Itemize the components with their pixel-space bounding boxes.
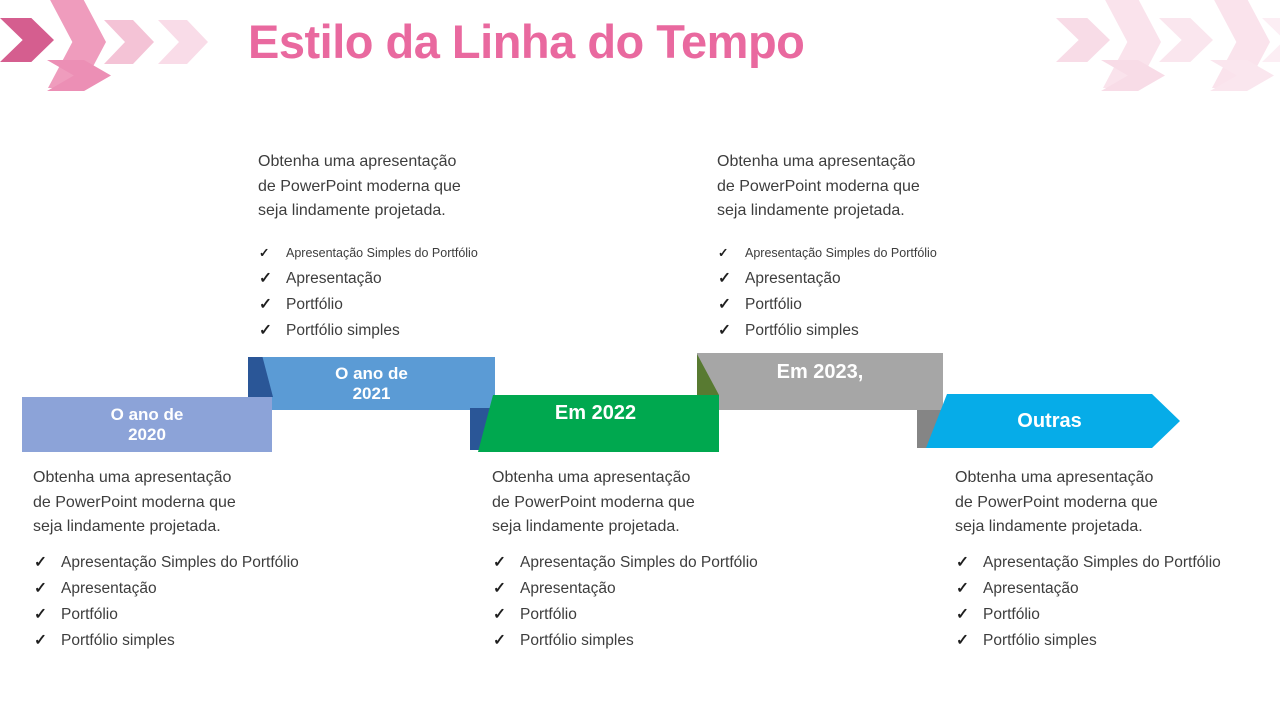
checklist-item: ✓ Portfólio (955, 602, 1265, 628)
text-block-outras: Obtenha uma apresentação de PowerPoint m… (955, 466, 1265, 654)
check-icon: ✓ (493, 579, 506, 597)
checklist-item: ✓ Portfólio simples (955, 628, 1265, 654)
timeline-bar-label: 2021 (352, 383, 391, 403)
check-icon: ✓ (34, 631, 47, 649)
check-icon: ✓ (493, 605, 506, 623)
check-icon: ✓ (956, 553, 969, 571)
checklist-item: ✓ Apresentação (492, 576, 802, 602)
checklist-item-label: Apresentação (61, 579, 157, 597)
check-icon: ✓ (34, 553, 47, 571)
chevron-right-icon (1056, 18, 1110, 62)
checklist-item: ✓ Apresentação (33, 576, 343, 602)
checklist: ✓ Apresentação Simples do Portfólio ✓ Apre… (717, 240, 987, 344)
checklist-item-label: Apresentação Simples do Portfólio (61, 553, 299, 571)
checklist-item: ✓ Portfólio simples (258, 318, 528, 344)
check-icon: ✓ (493, 631, 506, 649)
check-icon: ✓ (259, 245, 270, 260)
checklist-item-label: Apresentação (520, 579, 616, 597)
page-title: Estilo da Linha do Tempo (248, 15, 805, 68)
timeline-bar-2021: O ano de 2021 (248, 357, 495, 410)
checklist-item-label: Apresentação (745, 269, 841, 287)
checklist-item: ✓ Apresentação (717, 266, 987, 292)
checklist-item: ✓ Portfólio simples (33, 628, 343, 654)
check-icon: ✓ (956, 579, 969, 597)
timeline-bar-2023: Em 2023, (697, 353, 943, 410)
checklist-item-label: Portfólio (745, 295, 802, 313)
text-block-2020: Obtenha uma apresentação de PowerPoint m… (33, 466, 343, 654)
checklist-item-label: Portfólio (983, 605, 1040, 623)
checklist-item-label: Apresentação Simples do Portfólio (286, 245, 478, 260)
checklist-item: ✓ Portfólio (33, 602, 343, 628)
timeline-arrow-outras: Outras (926, 394, 1180, 448)
checklist-item: ✓ Portfólio (717, 292, 987, 318)
timeline-bar-label: O ano de (335, 363, 408, 383)
checklist-item: ✓ Apresentação (955, 576, 1265, 602)
timeline-bar-2020: O ano de 2020 (22, 397, 272, 452)
checklist-item: ✓ Portfólio (258, 292, 528, 318)
checklist-item: ✓ Apresentação Simples do Portfólio (258, 240, 528, 266)
paragraph: Obtenha uma apresentação de PowerPoint m… (33, 469, 236, 535)
checklist-item-label: Apresentação (286, 269, 382, 287)
checklist-item-label: Apresentação Simples do Portfólio (983, 553, 1221, 571)
timeline-bar-label: 2020 (128, 424, 166, 444)
chevron-right-icon (0, 18, 54, 62)
checklist-item-label: Apresentação (983, 579, 1079, 597)
checklist-item: ✓ Portfólio simples (492, 628, 802, 654)
chevron-right-icon (104, 20, 154, 64)
check-icon: ✓ (34, 605, 47, 623)
checklist-item: ✓ Apresentação Simples do Portfólio (955, 550, 1265, 576)
chevron-right-icon (158, 20, 208, 64)
check-icon: ✓ (956, 631, 969, 649)
check-icon: ✓ (34, 579, 47, 597)
checklist: ✓ Apresentação Simples do Portfólio ✓ Apre… (258, 240, 528, 344)
checklist-item: ✓ Portfólio simples (717, 318, 987, 344)
check-icon: ✓ (259, 321, 272, 339)
checklist-item-label: Portfólio (520, 605, 577, 623)
timeline-bar-label: Outras (1017, 409, 1082, 432)
text-block-2023: Obtenha uma apresentação de PowerPoint m… (717, 150, 987, 344)
timeline-bar-label: O ano de (110, 404, 184, 424)
timeline-bar-label: Em 2022 (554, 402, 637, 424)
check-icon: ✓ (259, 295, 272, 313)
checklist-item-label: Portfólio simples (520, 631, 634, 649)
checklist-item: ✓ Apresentação Simples do Portfólio (717, 240, 987, 266)
timeline-bar-2022: Em 2022 (478, 395, 719, 452)
checklist-item-label: Portfólio simples (286, 321, 400, 339)
checklist-item-label: Portfólio (61, 605, 118, 623)
paragraph: Obtenha uma apresentação de PowerPoint m… (717, 153, 920, 219)
text-block-2021: Obtenha uma apresentação de PowerPoint m… (258, 150, 528, 344)
checklist: ✓ Apresentação Simples do Portfólio ✓ Apre… (33, 550, 343, 654)
check-icon: ✓ (718, 321, 731, 339)
checklist-item-label: Portfólio simples (983, 631, 1097, 649)
paragraph: Obtenha uma apresentação de PowerPoint m… (492, 469, 695, 535)
checklist: ✓ Apresentação Simples do Portfólio ✓ Apre… (492, 550, 802, 654)
checklist-item: ✓ Portfólio (492, 602, 802, 628)
check-icon: ✓ (493, 553, 506, 571)
check-icon: ✓ (718, 295, 731, 313)
paragraph: Obtenha uma apresentação de PowerPoint m… (955, 469, 1158, 535)
check-icon: ✓ (718, 269, 731, 287)
checklist-item-label: Apresentação Simples do Portfólio (745, 245, 937, 260)
timeline-bar-label: Em 2023, (776, 361, 864, 383)
check-icon: ✓ (718, 245, 729, 260)
checklist-item: ✓ Apresentação (258, 266, 528, 292)
check-icon: ✓ (259, 269, 272, 287)
check-icon: ✓ (956, 605, 969, 623)
chevron-right-icon (1159, 18, 1213, 62)
checklist-item-label: Portfólio simples (745, 321, 859, 339)
checklist-item: ✓ Apresentação Simples do Portfólio (33, 550, 343, 576)
checklist-item-label: Apresentação Simples do Portfólio (520, 553, 758, 571)
text-block-2022: Obtenha uma apresentação de PowerPoint m… (492, 466, 802, 654)
checklist-item-label: Portfólio (286, 295, 343, 313)
checklist-item: ✓ Apresentação Simples do Portfólio (492, 550, 802, 576)
paragraph: Obtenha uma apresentação de PowerPoint m… (258, 153, 461, 219)
checklist: ✓ Apresentação Simples do Portfólio ✓ Apre… (955, 550, 1265, 654)
checklist-item-label: Portfólio simples (61, 631, 175, 649)
